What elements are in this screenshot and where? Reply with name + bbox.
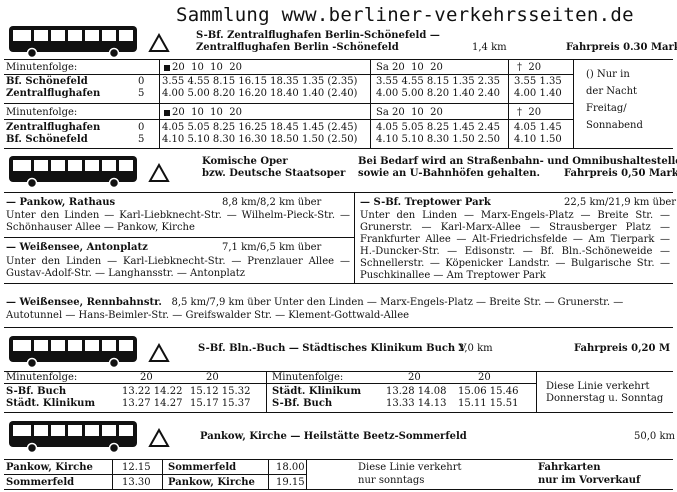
minutenfolge-label: Minutenfolge: bbox=[6, 62, 78, 73]
departure-times: 4.05 1.45 bbox=[514, 122, 562, 133]
triangle-icon bbox=[148, 33, 170, 52]
minutenfolge-label: Minutenfolge: bbox=[272, 372, 344, 383]
timetable-header: 20 bbox=[206, 372, 219, 383]
stop-name: Zentralflughafen bbox=[6, 122, 101, 133]
route-buch-distance: 2,0 km bbox=[458, 343, 493, 354]
route-buch-title: S-Bf. Bln.-Buch — Städtisches Klinikum B… bbox=[198, 343, 467, 354]
departure-times: 4.05 5.05 8.25 1.45 2.45 bbox=[376, 122, 501, 133]
route-opera-notice: Bei Bedarf wird an Straßenbahn- und Omni… bbox=[358, 156, 677, 167]
night-note: () Nur in der Nacht Freitag/ Sonnabend bbox=[586, 69, 643, 131]
square-marker-icon bbox=[164, 109, 170, 116]
pankow-rathaus-distance: 8,8 km/8,2 km über bbox=[222, 197, 322, 208]
buch-note: Donnerstag u. Sonntag bbox=[546, 393, 664, 404]
timetable-header: 20 bbox=[140, 372, 153, 383]
timetable-header: † 20 bbox=[517, 107, 542, 118]
weissensee-antonplatz-route: Unter den Linden — Karl-Liebknecht-Str. … bbox=[6, 256, 350, 279]
beetz-note: Diese Linie verkehrt bbox=[358, 462, 462, 473]
departure-times: 4.05 5.05 8.25 16.25 18.45 1.45 (2.45) bbox=[162, 122, 358, 133]
ticket-note: nur im Vorverkauf bbox=[538, 475, 641, 486]
departure-time: 13.30 bbox=[122, 477, 151, 488]
site-title: Sammlung www.berliner-verkehrsseiten.de bbox=[176, 4, 634, 26]
triangle-icon bbox=[148, 163, 170, 182]
treptow-title: — S-Bf. Treptower Park bbox=[360, 197, 491, 208]
stop-name: S-Bf. Buch bbox=[272, 398, 333, 409]
departure-times: 4.10 1.50 bbox=[514, 134, 562, 145]
triangle-icon bbox=[148, 428, 170, 447]
bus-icon bbox=[9, 26, 137, 58]
departure-time: 19.15 bbox=[276, 477, 305, 488]
timetable-header: † 20 bbox=[517, 62, 542, 73]
departure-times: 4.10 5.10 8.30 16.30 18.50 1.50 (2.50) bbox=[162, 134, 358, 145]
departure-time: 18.00 bbox=[276, 462, 305, 473]
dagger-icon: † bbox=[517, 62, 522, 73]
departure-times: 15.11 15.51 bbox=[458, 398, 519, 409]
dagger-icon: † bbox=[517, 107, 522, 118]
stop-minutes: 5 bbox=[138, 88, 145, 99]
stop-name: Bf. Schönefeld bbox=[6, 76, 88, 87]
stop-minutes: 5 bbox=[138, 134, 145, 145]
departure-time: 12.15 bbox=[122, 462, 151, 473]
departure-times: 4.10 5.10 8.30 1.50 2.50 bbox=[376, 134, 501, 145]
stop-name: S-Bf. Buch bbox=[6, 386, 67, 397]
weissensee-antonplatz-distance: 7,1 km/6,5 km über bbox=[222, 242, 322, 253]
stop-name: Sommerfeld bbox=[6, 477, 75, 488]
buch-note: Diese Linie verkehrt bbox=[546, 381, 650, 392]
beetz-note: nur sonntags bbox=[358, 475, 425, 486]
stop-name: Zentralflughafen bbox=[6, 88, 101, 99]
stop-name: Pankow, Kirche bbox=[6, 462, 93, 473]
departure-times: 13.28 14.08 bbox=[386, 386, 447, 397]
pankow-rathaus-route: Unter den Linden — Karl-Liebknecht-Str. … bbox=[6, 210, 350, 233]
stop-name: Sommerfeld bbox=[168, 462, 237, 473]
route-airport-fare: Fahrpreis 0.30 Mark bbox=[566, 42, 677, 53]
route-opera-notice: sowie an U-Bahnhöfen gehalten. bbox=[358, 168, 540, 179]
square-marker-icon bbox=[164, 64, 170, 71]
stop-name: Städt. Klinikum bbox=[272, 386, 362, 397]
route-airport-distance: 1,4 km bbox=[472, 42, 507, 53]
stop-name: Bf. Schönefeld bbox=[6, 134, 88, 145]
minutenfolge-label: Minutenfolge: bbox=[6, 372, 78, 383]
route-opera-subtitle: bzw. Deutsche Staatsoper bbox=[202, 168, 346, 179]
route-airport-line2: Zentralflughafen Berlin -Schönefeld bbox=[196, 42, 399, 53]
route-beetz-distance: 50,0 km bbox=[634, 431, 675, 442]
departure-times: 15.06 15.46 bbox=[458, 386, 519, 397]
route-opera-title: Komische Oper bbox=[202, 156, 288, 167]
departure-times: 15.17 15.37 bbox=[190, 398, 251, 409]
timetable-header: 20 bbox=[478, 372, 491, 383]
stop-name: Städt. Klinikum bbox=[6, 398, 96, 409]
departure-times: 13.22 14.22 bbox=[122, 386, 183, 397]
departure-times: 13.27 14.27 bbox=[122, 398, 183, 409]
bus-icon bbox=[9, 421, 137, 453]
departure-times: 3.55 4.55 8.15 16.15 18.35 1.35 (2.35) bbox=[162, 76, 358, 87]
departure-times: 4.00 5.00 8.20 1.40 2.40 bbox=[376, 88, 501, 99]
timetable-header: 20 10 10 20 bbox=[164, 62, 242, 73]
stop-name: Pankow, Kirche bbox=[168, 477, 255, 488]
departure-times: 15.12 15.32 bbox=[190, 386, 251, 397]
weissensee-antonplatz-title: — Weißensee, Antonplatz bbox=[6, 242, 148, 253]
route-opera-fare: Fahrpreis 0,50 Mark bbox=[564, 168, 677, 179]
departure-times: 4.00 5.00 8.20 16.20 18.40 1.40 (2.40) bbox=[162, 88, 358, 99]
rennbahn-line2: Autotunnel — Hans-Beimler-Str. — Greifsw… bbox=[6, 310, 410, 321]
pankow-rathaus-title: — Pankow, Rathaus bbox=[6, 197, 116, 208]
bus-icon bbox=[9, 336, 137, 368]
timetable-header: 20 bbox=[408, 372, 421, 383]
timetable-header: Sa 20 10 20 bbox=[376, 107, 443, 118]
timetable-header: 20 10 10 20 bbox=[164, 107, 242, 118]
bus-icon bbox=[9, 156, 137, 188]
rennbahn-line1: — Weißensee, Rennbahnstr. 8,5 km/7,9 km … bbox=[6, 297, 624, 308]
triangle-icon bbox=[148, 343, 170, 362]
departure-times: 3.55 1.35 bbox=[514, 76, 562, 87]
ticket-note: Fahrkarten bbox=[538, 462, 601, 473]
route-beetz-title: Pankow, Kirche — Heilstätte Beetz-Sommer… bbox=[200, 431, 467, 442]
departure-times: 4.00 1.40 bbox=[514, 88, 562, 99]
treptow-distance: 22,5 km/21,9 km über bbox=[564, 197, 677, 208]
stop-minutes: 0 bbox=[138, 122, 145, 133]
timetable-header: Sa 20 10 20 bbox=[376, 62, 443, 73]
departure-times: 3.55 4.55 8.15 1.35 2.35 bbox=[376, 76, 501, 87]
treptow-route: Unter den Linden — Marx-Engels-Platz — B… bbox=[360, 210, 670, 281]
route-airport-line1: S-Bf. Zentralflughafen Berlin-Schönefeld… bbox=[196, 30, 440, 41]
departure-times: 13.33 14.13 bbox=[386, 398, 447, 409]
stop-minutes: 0 bbox=[138, 76, 145, 87]
minutenfolge-label: Minutenfolge: bbox=[6, 107, 78, 118]
route-buch-fare: Fahrpreis 0,20 M bbox=[574, 343, 671, 354]
